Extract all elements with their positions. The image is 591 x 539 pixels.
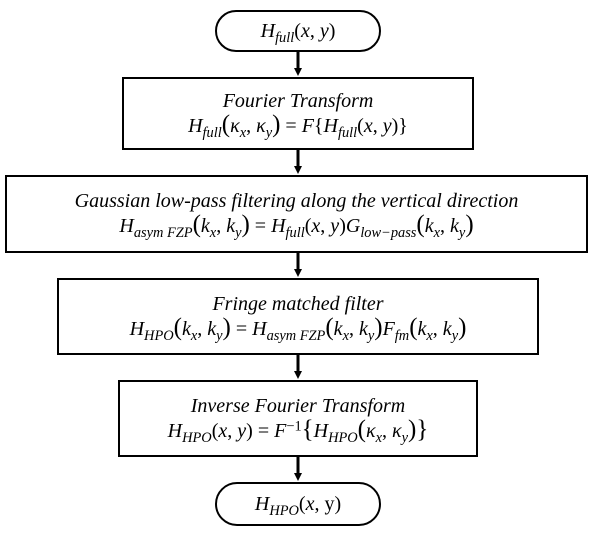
inverse-fourier-title: Inverse Fourier Transform	[190, 394, 406, 417]
matched-filter-title: Fringe matched filter	[212, 292, 384, 315]
fourier-transform-equation: Hfull(κx, κy) = F{Hfull(x, y)}	[188, 110, 408, 141]
lowpass-filter-title: Gaussian low-pass filtering along the ve…	[74, 190, 519, 212]
lowpass-filter-equation: Hasym FZP(kx, ky) = Hfull(x, y)Glow−pass…	[119, 211, 474, 242]
matched-filter-equation: HHPO(kx, ky) = Hasym FZP(kx, ky)Ffm(kx, …	[129, 313, 467, 344]
end-node: HHPO(x, y)	[215, 482, 381, 526]
lowpass-filter-node: Gaussian low-pass filtering along the ve…	[5, 175, 588, 253]
start-label: Hfull(x, y)	[260, 19, 336, 46]
inverse-fourier-equation: HHPO(x, y) = F−1{HHPO(κx, κy)}	[167, 415, 429, 446]
fourier-transform-title: Fourier Transform	[222, 89, 374, 112]
start-node: Hfull(x, y)	[215, 10, 381, 52]
fourier-transform-node: Fourier Transform Hfull(κx, κy) = F{Hful…	[122, 77, 474, 150]
end-label: HHPO(x, y)	[254, 492, 342, 519]
matched-filter-node: Fringe matched filter HHPO(kx, ky) = Has…	[57, 278, 539, 355]
inverse-fourier-node: Inverse Fourier Transform HHPO(x, y) = F…	[118, 380, 478, 457]
